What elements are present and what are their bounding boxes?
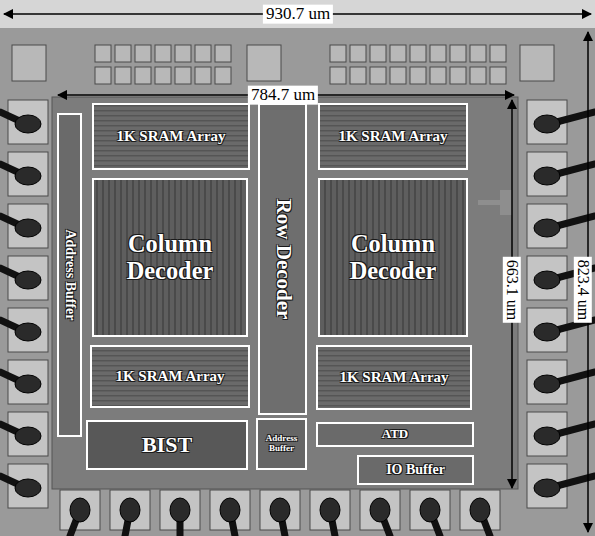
dimension-label: 930.7 um — [263, 5, 333, 24]
sram-array: 1K SRAM Array — [316, 345, 472, 410]
column-decoder: Column Decoder — [318, 178, 468, 337]
block-label: 1K SRAM Array — [116, 128, 225, 145]
bist-block: BIST — [86, 420, 248, 470]
block-label: IO Buffer — [386, 462, 445, 477]
sram-array: 1K SRAM Array — [92, 103, 250, 170]
block-label: 1K SRAM Array — [115, 368, 224, 385]
block-label: Column Decoder — [320, 231, 466, 285]
address-buffer: Address Buffer — [57, 113, 82, 437]
sram-array: 1K SRAM Array — [90, 345, 250, 408]
block-label: 1K SRAM Array — [339, 369, 448, 386]
block-label: Row Decoder — [271, 107, 294, 411]
io-buffer: IO Buffer — [357, 455, 474, 485]
block-label: Column Decoder — [94, 231, 246, 285]
column-decoder: Column Decoder — [92, 178, 248, 337]
block-label: BIST — [142, 433, 192, 457]
sram-array: 1K SRAM Array — [318, 103, 468, 170]
block-label: Address Buffer — [62, 117, 77, 433]
block-label: Address Buffer — [258, 434, 305, 454]
block-label: 1K SRAM Array — [338, 128, 447, 145]
dimension-label: 823.4 um — [574, 257, 592, 323]
dimension-label: 784.7 um — [248, 86, 318, 105]
dimension-label: 663.1 um — [503, 257, 521, 323]
atd-block: ATD — [316, 422, 474, 447]
row-decoder: Row Decoder — [258, 103, 307, 415]
block-label: ATD — [382, 427, 408, 441]
address-buffer: Address Buffer — [256, 418, 307, 470]
